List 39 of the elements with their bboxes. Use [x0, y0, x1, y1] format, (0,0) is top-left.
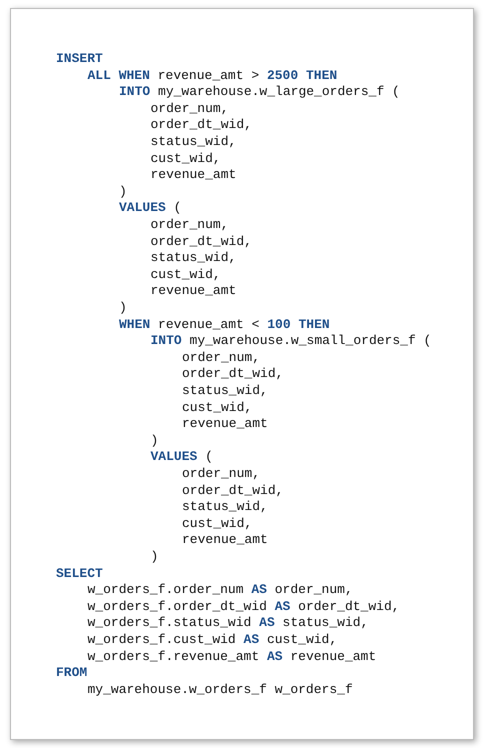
- code-line: VALUES (: [150, 449, 213, 466]
- code-line: order_dt_wid,: [150, 117, 252, 134]
- code-line: ): [150, 549, 158, 565]
- code-line: status_wid,: [182, 499, 268, 516]
- code-line: revenue_amt: [182, 416, 268, 432]
- code-line: revenue_amt: [150, 283, 236, 300]
- code-line: INTO my_warehouse.w_small_orders_f (: [150, 333, 432, 350]
- code-line: ): [119, 300, 127, 316]
- code-line: revenue_amt: [150, 167, 236, 184]
- code-line: order_num,: [182, 350, 260, 366]
- code-line: FROM: [56, 665, 88, 682]
- code-line: w_orders_f.order_num AS order_num,: [88, 582, 353, 598]
- code-line: cust_wid,: [182, 400, 252, 416]
- code-line: revenue_amt: [182, 532, 268, 548]
- code-line: status_wid,: [150, 134, 236, 150]
- code-line: ): [150, 432, 158, 449]
- code-line: w_orders_f.revenue_amt AS revenue_amt: [88, 648, 376, 665]
- code-line: cust_wid,: [150, 266, 221, 283]
- code-line: status_wid,: [150, 250, 236, 266]
- code-line: order_dt_wid,: [182, 366, 284, 382]
- code-line: ): [119, 184, 127, 200]
- code-line: w_orders_f.order_dt_wid AS order_dt_wid,: [88, 598, 400, 615]
- code-line: my_warehouse.w_orders_f w_orders_f: [88, 682, 353, 698]
- code-line: status_wid,: [182, 383, 268, 399]
- code-line: order_num,: [182, 466, 260, 482]
- code-line: order_dt_wid,: [182, 482, 284, 499]
- code-line: order_dt_wid,: [150, 234, 252, 250]
- code-line: SELECT: [56, 566, 103, 582]
- code-line: INTO my_warehouse.w_large_orders_f (: [119, 84, 400, 100]
- code-line: order_num,: [150, 217, 229, 233]
- code-line: order_num,: [150, 100, 229, 117]
- code-line: w_orders_f.cust_wid AS cust_wid,: [88, 632, 338, 648]
- code-line: cust_wid,: [150, 150, 221, 167]
- code-line: WHEN revenue_amt < 100 THEN: [119, 316, 330, 333]
- code-line: VALUES (: [119, 200, 182, 216]
- code-line: ALL WHEN revenue_amt > 2500 THEN: [88, 68, 338, 84]
- code-line: cust_wid,: [182, 516, 252, 532]
- code-line: INSERT: [56, 51, 103, 67]
- code-line: w_orders_f.status_wid AS status_wid,: [88, 615, 368, 632]
